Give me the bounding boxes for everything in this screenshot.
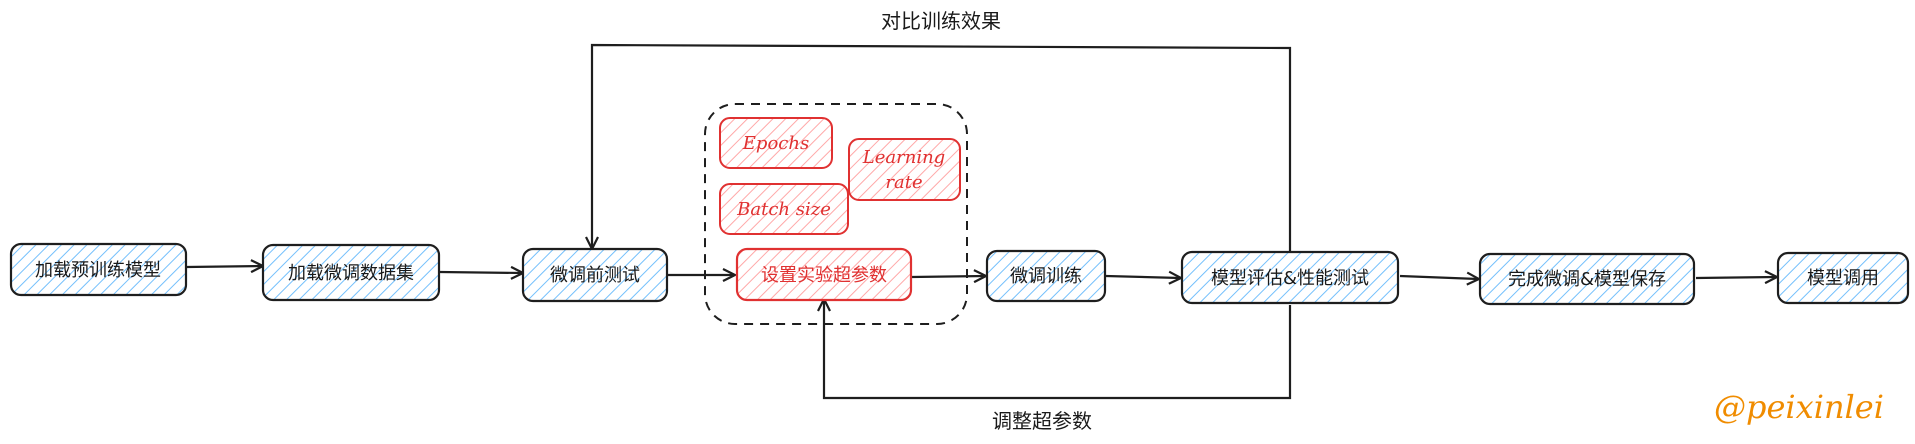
- learning-rate-label-line1: Learning: [862, 147, 945, 168]
- edge-load-pretrained-to-load-data: [186, 266, 262, 267]
- node-load-data[interactable]: 加载微调数据集: [261, 243, 441, 302]
- node-invoke[interactable]: 模型调用: [1776, 251, 1910, 305]
- batch-size-label: Batch size: [736, 199, 831, 220]
- node-eval-label: 模型评估&性能测试: [1211, 268, 1369, 289]
- node-set-hyper-label: 设置实验超参数: [761, 265, 887, 286]
- learning-rate-label-line2: rate: [885, 172, 922, 193]
- epochs-label: Epochs: [742, 133, 809, 154]
- node-save-label: 完成微调&模型保存: [1508, 269, 1666, 290]
- node-eval[interactable]: 模型评估&性能测试: [1180, 250, 1400, 305]
- edge-finetune-to-eval: [1105, 276, 1180, 278]
- edge-load-data-to-pre-test: [439, 272, 522, 273]
- node-load-pretrained-label: 加载预训练模型: [35, 260, 161, 281]
- node-save[interactable]: 完成微调&模型保存: [1478, 252, 1696, 306]
- main-flow-edges: [186, 266, 1776, 279]
- node-finetune-label: 微调训练: [1010, 266, 1082, 287]
- hyperparam-group: [704, 103, 968, 325]
- learning-rate-chip[interactable]: Learning rate: [848, 138, 961, 201]
- compare-loop-edge: [592, 43, 1292, 290]
- epochs-chip[interactable]: Epochs: [719, 117, 833, 169]
- edge-eval-to-save: [1399, 276, 1478, 279]
- compare-loop-label: 对比训练效果: [881, 9, 1001, 33]
- edge-save-to-invoke: [1695, 277, 1776, 278]
- node-pre-test[interactable]: 微调前测试: [521, 247, 669, 303]
- node-invoke-label: 模型调用: [1807, 268, 1879, 289]
- batch-size-chip[interactable]: Batch size: [719, 183, 849, 235]
- node-load-pretrained[interactable]: 加载预训练模型: [9, 242, 188, 297]
- node-pre-test-label: 微调前测试: [550, 265, 640, 286]
- node-load-data-label: 加载微调数据集: [288, 263, 414, 284]
- author-watermark: @peixinlei: [1714, 388, 1884, 426]
- node-set-hyper[interactable]: 设置实验超参数: [735, 247, 913, 302]
- adjust-loop-label: 调整超参数: [992, 409, 1092, 433]
- node-finetune[interactable]: 微调训练: [985, 249, 1107, 303]
- adjust-loop-edge: [824, 300, 1292, 400]
- edge-set-hyper-to-finetune: [911, 276, 985, 277]
